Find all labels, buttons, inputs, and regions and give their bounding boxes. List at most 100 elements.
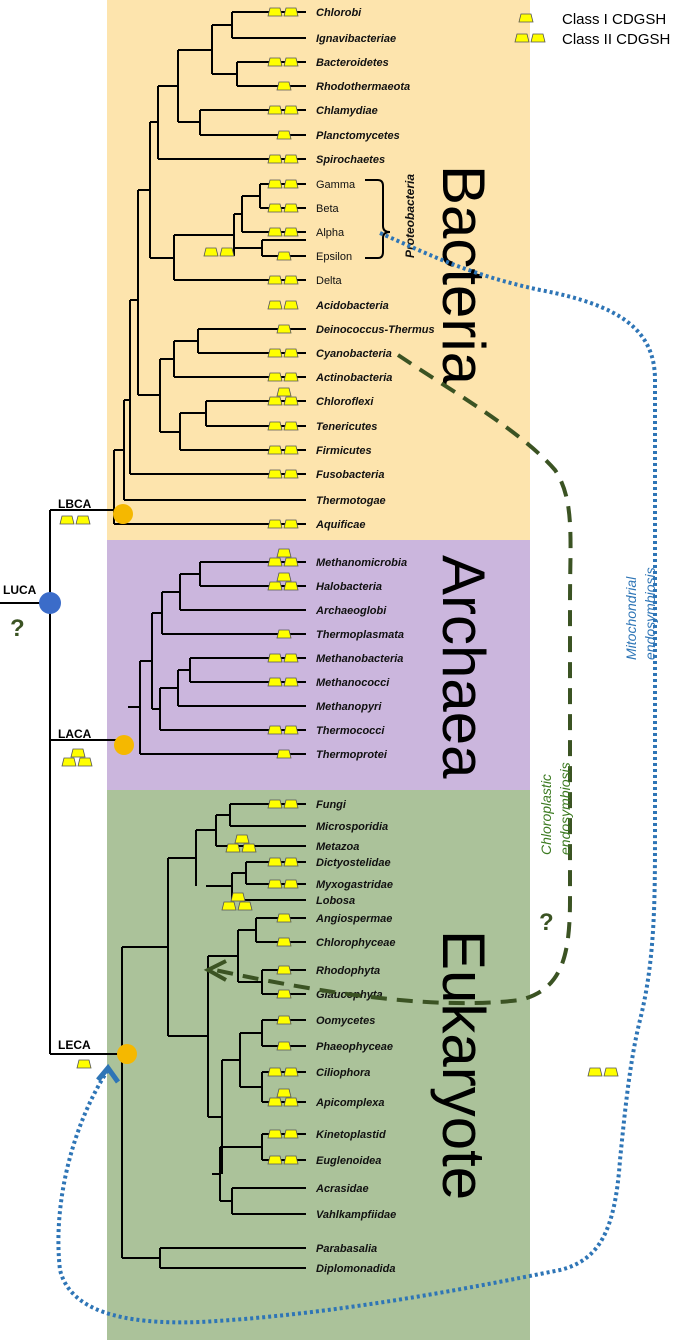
luca-label: LUCA — [3, 583, 37, 597]
cdgsh-trapezoid-icon — [267, 1067, 283, 1077]
cdgsh-trapezoid-icon — [283, 1067, 299, 1077]
cdgsh-trapezoid-icon — [276, 130, 292, 140]
cdgsh-trapezoid-icon — [267, 1129, 283, 1139]
cdgsh-trapezoid-icon — [276, 937, 292, 947]
taxon-label: Diplomonadida — [316, 1263, 395, 1275]
taxon-label: Vahlkampfiidae — [316, 1209, 396, 1221]
cdgsh-trapezoid-icon — [276, 251, 292, 261]
cdgsh-trapezoid-icon — [219, 247, 235, 257]
cdgsh-trapezoid-icon — [283, 105, 299, 115]
cdgsh-trapezoid-icon — [283, 179, 299, 189]
cdgsh-trapezoid-icon — [283, 275, 299, 285]
cdgsh-trapezoid-icon — [276, 324, 292, 334]
cdgsh-trapezoid-icon — [241, 843, 257, 853]
cdgsh-trapezoid-icon — [77, 757, 93, 767]
cdgsh-trapezoid-icon — [276, 749, 292, 759]
cdgsh-trapezoid-icon — [276, 387, 292, 397]
tree-branches — [0, 11, 306, 1269]
proteobacteria-brace — [365, 179, 391, 259]
lbca-node — [113, 504, 133, 524]
taxon-label: Phaeophyceae — [316, 1041, 393, 1053]
taxon-label: Microsporidia — [316, 821, 388, 833]
laca-node — [114, 735, 134, 755]
lbca-label: LBCA — [58, 497, 92, 511]
cdgsh-trapezoid-icon — [267, 725, 283, 735]
cdgsh-trapezoid-icon — [267, 105, 283, 115]
class-2-symbol-icon — [587, 1067, 619, 1077]
taxon-label: Thermotogae — [316, 495, 386, 507]
cdgsh-trapezoid-icon — [276, 989, 292, 999]
cdgsh-trapezoid-icon — [276, 629, 292, 639]
taxon-label: Acrasidae — [315, 1183, 369, 1195]
cdgsh-trapezoid-icon — [267, 445, 283, 455]
cdgsh-trapezoid-icon — [276, 1041, 292, 1051]
cdgsh-trapezoid-icon — [267, 372, 283, 382]
cdgsh-trapezoid-icon — [234, 834, 250, 844]
cdgsh-trapezoid-icon — [267, 469, 283, 479]
cdgsh-trapezoid-icon — [276, 1088, 292, 1098]
cdgsh-trapezoid-icon — [267, 154, 283, 164]
mitochondrial-label-line2: endosymbiosis — [642, 567, 658, 660]
cdgsh-trapezoid-icon — [267, 857, 283, 867]
cdgsh-trapezoid-icon — [75, 515, 91, 525]
taxon-label: Chlorobi — [316, 7, 362, 19]
taxon-label: Chloroflexi — [316, 396, 374, 408]
taxon-label: Planctomycetes — [316, 130, 400, 142]
taxon-label: Gamma — [316, 179, 356, 191]
cdgsh-trapezoid-icon — [283, 677, 299, 687]
cdgsh-trapezoid-icon — [267, 677, 283, 687]
taxon-label: Methanobacteria — [316, 653, 403, 665]
class-1-symbol-icon — [518, 13, 534, 23]
laca-label: LACA — [58, 727, 92, 741]
cdgsh-trapezoid-icon — [283, 445, 299, 455]
eukaryote-title: Eukaryote — [430, 930, 497, 1200]
taxon-label: Lobosa — [316, 895, 355, 907]
cdgsh-trapezoid-icon — [518, 13, 534, 23]
cdgsh-trapezoid-icon — [283, 799, 299, 809]
cdgsh-trapezoid-icon — [276, 965, 292, 975]
cdgsh-trapezoid-icon — [283, 857, 299, 867]
chloroplastic-question-mark: ? — [539, 909, 554, 936]
taxon-label: Halobacteria — [316, 581, 382, 593]
taxon-label: Chlamydiae — [316, 105, 378, 117]
cdgsh-trapezoid-icon — [283, 519, 299, 529]
cdgsh-trapezoid-icon — [221, 901, 237, 911]
cdgsh-trapezoid-icon — [225, 843, 241, 853]
cdgsh-trapezoid-icon — [283, 653, 299, 663]
cdgsh-trapezoid-icon — [283, 879, 299, 889]
taxon-label: Tenericutes — [316, 421, 377, 433]
taxon-label: Rhodophyta — [316, 965, 380, 977]
cdgsh-trapezoid-icon — [283, 57, 299, 67]
cdgsh-trapezoid-icon — [267, 179, 283, 189]
cdgsh-trapezoid-icon — [283, 348, 299, 358]
taxon-label: Epsilon — [316, 251, 352, 263]
cdgsh-trapezoid-icon — [283, 396, 299, 406]
taxon-label: Fusobacteria — [316, 469, 384, 481]
taxon-label: Thermoprotei — [316, 749, 388, 761]
cdgsh-symbols — [59, 7, 299, 1165]
cdgsh-trapezoid-icon — [267, 519, 283, 529]
taxon-label: Rhodothermaeota — [316, 81, 410, 93]
cdgsh-trapezoid-icon — [283, 7, 299, 17]
cdgsh-trapezoid-icon — [267, 1097, 283, 1107]
taxon-label: Cyanobacteria — [316, 348, 392, 360]
cdgsh-trapezoid-icon — [283, 725, 299, 735]
chloroplastic-endosymbiosis-path — [214, 353, 573, 1006]
cdgsh-trapezoid-icon — [283, 469, 299, 479]
cdgsh-trapezoid-icon — [283, 421, 299, 431]
cdgsh-trapezoid-icon — [283, 154, 299, 164]
cdgsh-trapezoid-icon — [276, 81, 292, 91]
taxon-label: Beta — [316, 203, 340, 215]
cdgsh-trapezoid-icon — [203, 247, 219, 257]
taxa-labels: ChlorobiIgnavibacteriaeBacteroidetesRhod… — [315, 7, 435, 1275]
cdgsh-trapezoid-icon — [237, 901, 253, 911]
cdgsh-trapezoid-icon — [267, 300, 283, 310]
cdgsh-trapezoid-icon — [61, 757, 77, 767]
cdgsh-trapezoid-icon — [283, 581, 299, 591]
taxon-label: Metazoa — [316, 841, 359, 853]
legend: Class I CDGSH Class II CDGSH — [514, 11, 670, 48]
cdgsh-trapezoid-icon — [283, 1155, 299, 1165]
cdgsh-trapezoid-icon — [267, 1155, 283, 1165]
taxon-label: Oomycetes — [316, 1015, 375, 1027]
